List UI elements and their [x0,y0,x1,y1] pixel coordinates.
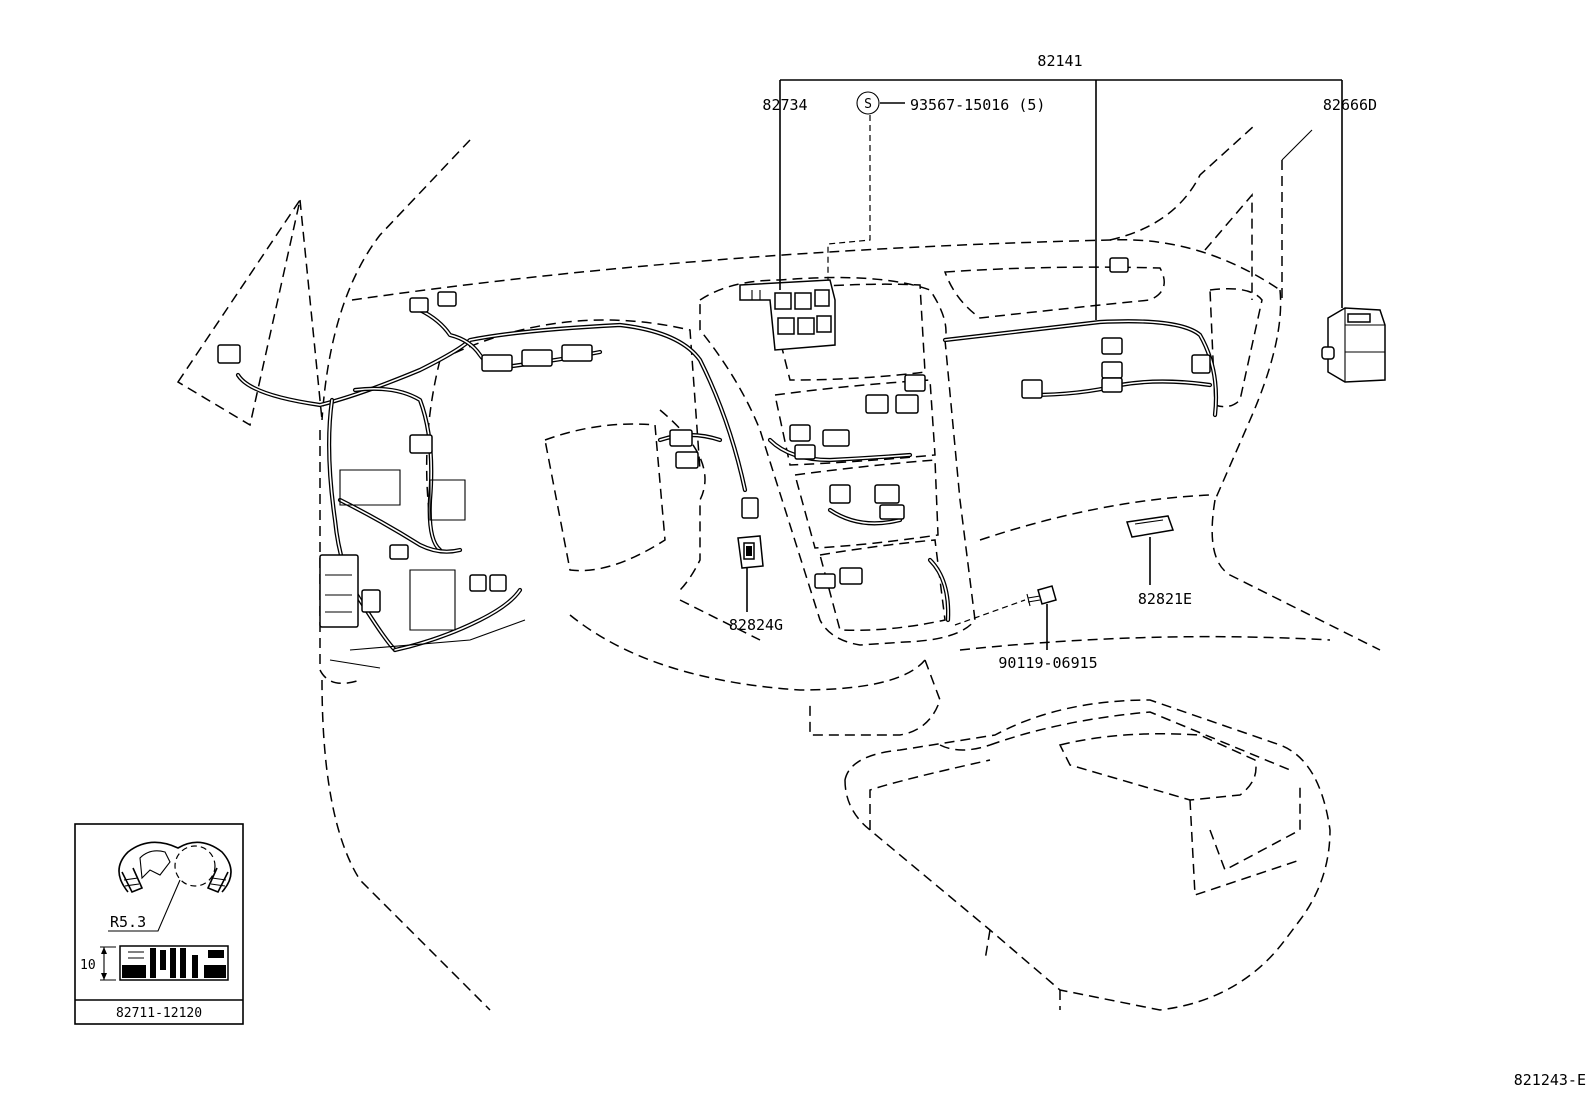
inset-part-number: 82711-12120 [116,1006,202,1021]
s-symbol-circle [856,91,880,115]
label-82666d: 82666D [1323,96,1377,114]
inset-radius-label: R5.3 [110,913,146,931]
label-90119: 90119-06915 [998,654,1097,672]
bracket-82824g [737,535,764,569]
inset-height-label: 10 [80,958,96,973]
bolt-90119 [954,585,1057,626]
junction-block [739,279,836,351]
part-labels: 82141 82734 S 93567-15016 (5) 82666D 828… [729,52,1586,1089]
relay-82666d [1321,307,1386,383]
label-82824g: 82824G [729,616,783,634]
label-82734: 82734 [762,96,807,114]
wire-harness [235,307,1219,653]
connectors [217,257,1211,669]
body-outline [176,124,1381,1011]
label-82141: 82141 [1037,52,1082,70]
inset-clamp: R5.3 10 82711-12120 [74,823,244,1025]
label-82821e: 82821E [1138,590,1192,608]
figure-code: 821243-E [1514,1071,1586,1089]
label-s-symbol: S [864,97,872,112]
label-93567: 93567-15016 (5) [910,96,1045,114]
leader-lines [746,79,1343,650]
block-82821e [1126,515,1175,538]
